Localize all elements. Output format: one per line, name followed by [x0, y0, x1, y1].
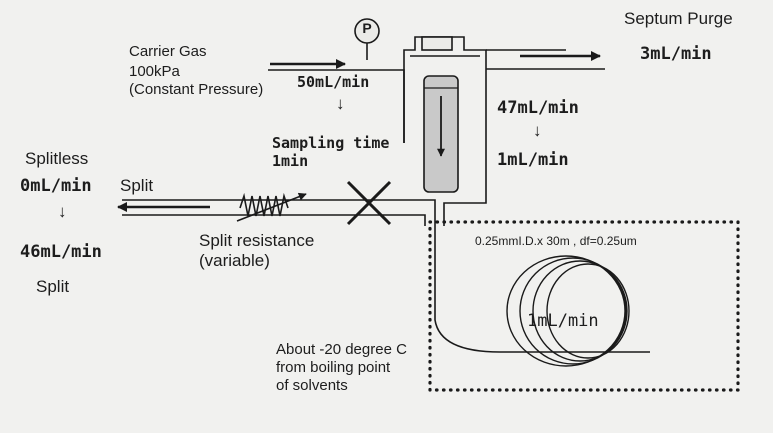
split-flow: 46mL/min — [20, 242, 102, 262]
column-line — [434, 226, 650, 353]
carrier-gas-label: Carrier Gas — [129, 43, 207, 60]
sampling-time-label: Sampling time 1min — [272, 134, 390, 170]
septum-purge-line — [486, 49, 605, 70]
inlet-flow: 50mL/min — [297, 73, 370, 91]
pressure-gauge-label: P — [362, 20, 372, 36]
inlet-flow-down-arrow: ↓ — [336, 94, 345, 113]
column-spec-label: 0.25mmI.D.x 30m , df=0.25um — [475, 234, 637, 248]
septum-purge-label: Septum Purge — [624, 9, 733, 28]
column-oven-box — [428, 220, 740, 392]
resistor-icon — [239, 192, 289, 217]
septum-purge-flow: 3mL/min — [640, 44, 712, 64]
splitless-flow: 0mL/min — [20, 176, 92, 196]
split-bottom-label: Split — [36, 277, 70, 296]
carrier-mode: (Constant Pressure) — [129, 81, 264, 98]
column-inlet-flow: 1mL/min — [497, 150, 569, 170]
oven-temperature-label: About -20 degree C from boiling point of… — [276, 341, 407, 394]
liner-flow: 47mL/min — [497, 98, 579, 118]
injector-body — [403, 36, 487, 226]
septum-cap — [421, 36, 453, 51]
carrier-pressure: 100kPa — [129, 63, 180, 80]
split-resistance-label: Split resistance (variable) — [199, 231, 315, 271]
capillary-column-coil — [506, 255, 630, 367]
split-valve-closed-icon — [346, 180, 392, 226]
split-down-arrow: ↓ — [58, 202, 67, 221]
splitless-label: Splitless — [25, 149, 89, 168]
split-top-label: Split — [120, 176, 154, 195]
column-flow-label: 1mL/min — [527, 311, 599, 331]
split-vent-line — [122, 199, 436, 226]
liner-flow-down-arrow: ↓ — [533, 121, 542, 140]
